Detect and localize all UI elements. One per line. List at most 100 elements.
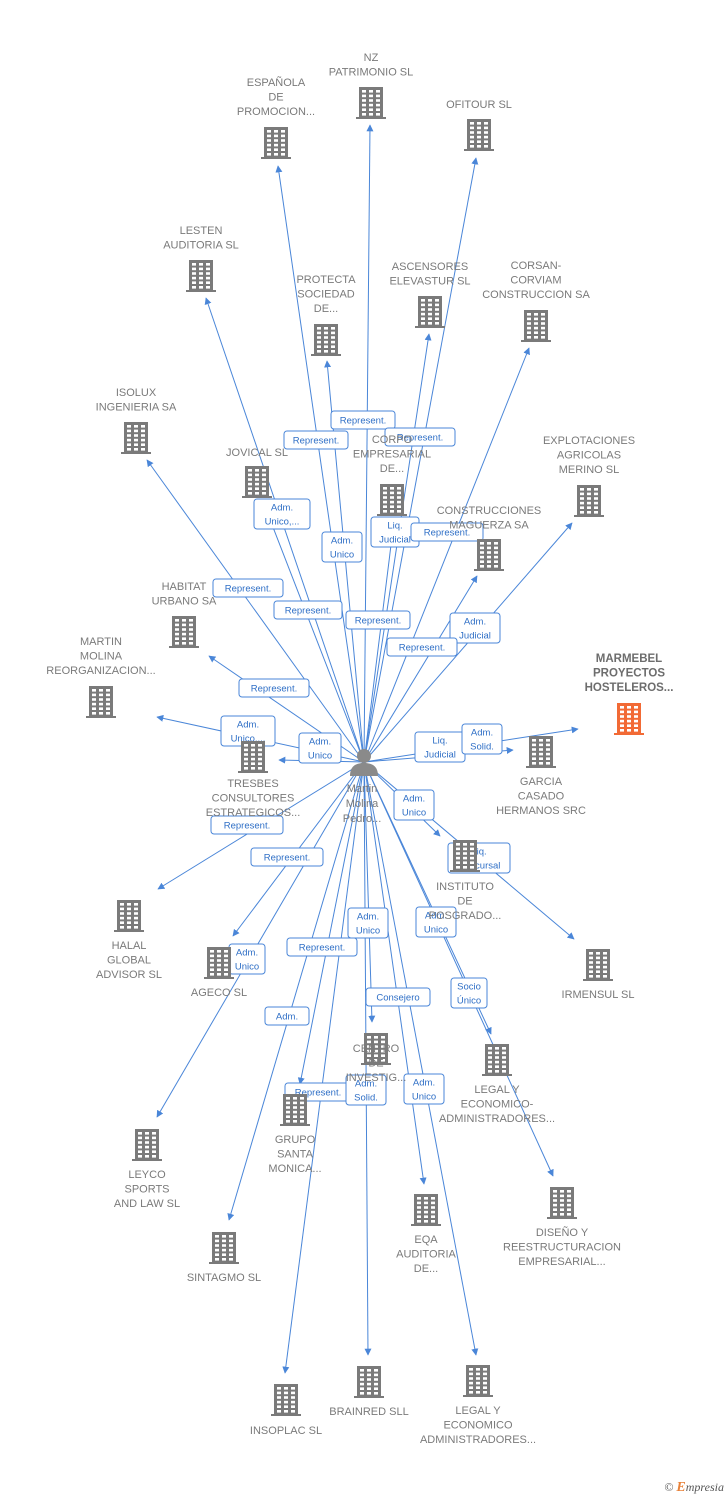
company-label: REORGANIZACION... — [46, 665, 155, 677]
role-tag-text: Represent. — [225, 584, 271, 595]
building-icon — [169, 616, 199, 648]
edge-ascensores — [363, 333, 432, 763]
role-tag[interactable]: Adm.Unico,... — [220, 715, 276, 747]
company-label: HABITAT — [162, 581, 207, 593]
role-tag[interactable]: Adm.Unico,... — [253, 498, 311, 530]
company-node-instituto[interactable]: INSTITUTODEPOSGRADO... — [429, 840, 502, 922]
building-icon — [526, 736, 556, 768]
company-label: SINTAGMO SL — [187, 1272, 261, 1284]
center-person-node[interactable]: MartinMolinaPedro... — [343, 749, 382, 825]
role-tag-text: Unico — [356, 926, 380, 937]
role-tag[interactable]: Adm. Unico — [347, 907, 389, 939]
building-icon — [271, 1384, 301, 1416]
role-tag[interactable]: Adm.Unico — [393, 789, 435, 821]
company-label: CORVIAM — [510, 275, 561, 287]
role-tag[interactable]: Adm.Solid. — [345, 1074, 387, 1106]
role-tag[interactable]: Adm.Unico — [415, 906, 457, 938]
role-tag[interactable]: Represent. — [384, 427, 456, 447]
company-node-grupo[interactable]: GRUPOSANTAMONICA... — [268, 1094, 322, 1175]
company-node-tresbes[interactable]: TRESBESCONSULTORESESTRATEGICOS... — [206, 741, 301, 819]
role-tag[interactable]: Adm.Solid. — [461, 723, 503, 755]
role-tag[interactable]: Represent. — [345, 610, 411, 630]
role-tag-text: Adm. — [271, 503, 293, 514]
role-tag[interactable]: Adm.Unico — [321, 531, 363, 563]
role-tag[interactable]: Represent. — [283, 430, 349, 450]
role-tag-text: Adm. — [425, 911, 447, 922]
company-node-jovical[interactable]: JOVICAL SL — [226, 447, 288, 498]
edge-isolux — [146, 459, 365, 763]
company-node-marmebel[interactable]: MARMEBELPROYECTOSHOSTELEROS... — [585, 653, 674, 735]
company-label: LESTEN — [180, 225, 223, 237]
role-tag[interactable]: Liq.Judicial — [414, 731, 466, 763]
role-tag[interactable]: Adm.Unico — [403, 1073, 445, 1105]
company-node-ageco[interactable]: AGECO SL — [191, 947, 247, 999]
building-icon — [450, 840, 480, 872]
role-tag[interactable]: Represent. — [410, 522, 484, 542]
building-icon — [204, 947, 234, 979]
role-tag[interactable]: Represent. — [286, 937, 358, 957]
role-tag-text: Consejero — [376, 993, 419, 1004]
role-tag-text: Adm. — [357, 912, 379, 923]
role-tag[interactable]: Adm.Unico — [298, 732, 342, 764]
role-tag-text: Adm. — [471, 728, 493, 739]
role-tag[interactable]: Adm. — [264, 1006, 310, 1026]
company-label: POSGRADO... — [429, 910, 502, 922]
company-node-ofitour[interactable]: OFITOUR SL — [446, 99, 512, 151]
company-node-brainred[interactable]: BRAINRED SLL — [329, 1366, 409, 1418]
role-tag[interactable]: Consejero — [365, 987, 431, 1007]
role-tag-text: Adm. — [413, 1078, 435, 1089]
role-tag-text: Liq. — [471, 847, 486, 858]
company-node-eqa[interactable]: EQAAUDITORIADE... — [396, 1194, 457, 1275]
role-tag-text: Adm. — [276, 1012, 298, 1023]
company-node-legal1[interactable]: LEGAL YECONOMICO-ADMINISTRADORES... — [439, 1044, 555, 1125]
building-icon — [464, 119, 494, 151]
company-node-martinmolina[interactable]: MARTINMOLINAREORGANIZACION... — [46, 636, 156, 718]
company-label: SANTA — [277, 1149, 314, 1161]
building-icon — [121, 422, 151, 454]
company-node-legal2[interactable]: LEGAL YECONOMICOADMINISTRADORES... — [420, 1365, 536, 1446]
company-label: INSTITUTO — [436, 881, 494, 893]
edge-centro — [363, 761, 376, 1023]
company-label: ISOLUX — [116, 387, 157, 399]
role-tag[interactable]: Represent. — [238, 678, 310, 698]
building-icon — [311, 324, 341, 356]
role-tag[interactable]: Adm.Judicial — [449, 612, 501, 644]
company-node-corpo[interactable]: CORPOEMPRESARIALDE... — [353, 434, 431, 516]
company-node-diseno[interactable]: DISEÑO YREESTRUCTURACIONEMPRESARIAL... — [503, 1187, 621, 1268]
company-label: PROYECTOS — [593, 668, 665, 680]
company-node-insoplac[interactable]: INSOPLAC SL — [250, 1384, 322, 1437]
role-tag[interactable]: Represent. — [212, 578, 284, 598]
building-icon — [521, 310, 551, 342]
role-tag-text: Adm. — [237, 720, 259, 731]
role-tag[interactable]: Represent. — [273, 600, 343, 620]
company-node-centro[interactable]: CENTRODEINVESTIG... — [346, 1033, 407, 1084]
company-node-espanola[interactable]: ESPAÑOLADEPROMOCION... — [237, 76, 315, 159]
building-icon — [583, 949, 613, 981]
company-node-irmensul[interactable]: IRMENSUL SL — [562, 949, 635, 1001]
role-tag[interactable]: Represent. — [330, 410, 396, 430]
company-label: EMPRESARIAL... — [518, 1256, 605, 1268]
role-tag[interactable]: Represent. — [250, 847, 324, 867]
role-tag[interactable]: Represent. — [210, 815, 284, 835]
role-tag-text: Represent. — [340, 416, 386, 427]
company-node-protecta[interactable]: PROTECTASOCIEDADDE... — [296, 274, 356, 356]
company-label: INGENIERIA SA — [96, 402, 177, 414]
company-node-sintagmo[interactable]: SINTAGMO SL — [187, 1232, 261, 1284]
company-label: PROTECTA — [296, 274, 356, 286]
role-tag[interactable]: Adm.Unico — [228, 943, 266, 975]
company-label: DE — [368, 1058, 383, 1070]
role-tag[interactable]: Represent. — [386, 637, 458, 657]
company-node-isolux[interactable]: ISOLUX INGENIERIA SA — [96, 387, 177, 454]
